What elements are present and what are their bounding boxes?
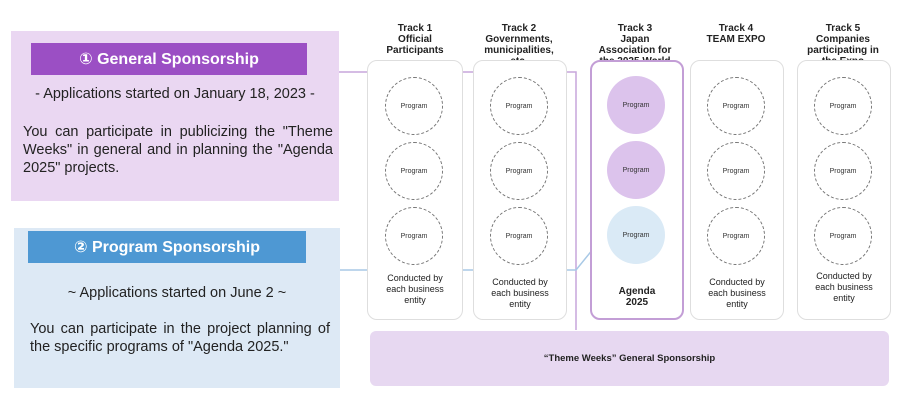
track-2-footer: Conducted by each business entity [491,277,549,309]
general-sponsorship-panel: ① General Sponsorship - Applications sta… [11,31,339,201]
track-5-program-1: Program [814,77,872,135]
track-1-title: Track 1 Official Participants [386,23,444,56]
program-sponsorship-date: ~ Applications started on June 2 ~ [67,285,287,301]
track-1-program-1: Program [385,77,443,135]
program-sponsorship-panel: ② Program Sponsorship ~ Applications sta… [14,228,340,388]
track-3-program-3: Program [607,206,665,264]
track-3-program-1: Program [607,76,665,134]
general-sponsorship-title: ① General Sponsorship [31,43,307,75]
track-4-box: Program Program Program Conducted by eac… [690,60,784,320]
theme-weeks-general-sponsorship-bar: “Theme Weeks” General Sponsorship [370,331,889,386]
track-2-box: Program Program Program Conducted by eac… [473,60,567,320]
track-1-program-2: Program [385,142,443,200]
track-4-program-3: Program [707,207,765,265]
general-sponsorship-description: You can participate in publicizing the "… [23,124,333,176]
program-sponsorship-description: You can participate in the project plann… [30,321,330,355]
track-4-program-2: Program [707,142,765,200]
track-5-program-2: Program [814,142,872,200]
track-5-box: Program Program Program Conducted by eac… [797,60,891,320]
track-1-box: Program Program Program Conducted by eac… [367,60,463,320]
track-3-box: Program Program Program Agenda 2025 [590,60,684,320]
track-1-footer: Conducted by each business entity [386,273,444,305]
track-1-program-3: Program [385,207,443,265]
track-4-program-1: Program [707,77,765,135]
track-5-footer: Conducted by each business entity [815,271,873,303]
track-4-title: Track 4 TEAM EXPO [706,23,766,45]
track-4-footer: Conducted by each business entity [708,277,766,309]
track-2-program-3: Program [490,207,548,265]
track-2-program-2: Program [490,142,548,200]
general-sponsorship-date: - Applications started on January 18, 20… [35,86,315,102]
track-3-footer: Agenda 2025 [618,286,656,308]
track-3-program-2: Program [607,141,665,199]
track-5-program-3: Program [814,207,872,265]
program-sponsorship-title: ② Program Sponsorship [28,231,306,263]
track-2-program-1: Program [490,77,548,135]
